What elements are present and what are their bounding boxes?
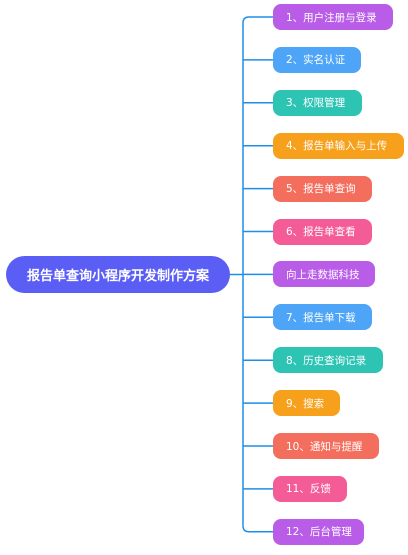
branch-topic[interactable]: 10、通知与提醒: [273, 433, 379, 459]
branch-connector: [242, 16, 273, 24]
branch-topic[interactable]: 4、报告单输入与上传: [273, 132, 404, 159]
root-topic[interactable]: 报告单查询小程序开发制作方案: [6, 256, 230, 293]
branch-topic[interactable]: 9、搜索: [273, 390, 340, 417]
branch-connector: [242, 525, 273, 533]
branch-topic[interactable]: 8、历史查询记录: [273, 347, 383, 374]
branch-topic[interactable]: 12、后台管理: [273, 518, 364, 545]
branch-topic[interactable]: 5、报告单查询: [273, 175, 372, 202]
branch-topic[interactable]: 1、用户注册与登录: [273, 4, 393, 30]
branch-topic[interactable]: 6、报告单查看: [273, 218, 372, 245]
branch-topic[interactable]: 向上走数据科技: [273, 261, 375, 288]
branch-topic[interactable]: 3、权限管理: [273, 89, 362, 116]
branch-topic[interactable]: 7、报告单下载: [273, 304, 372, 331]
branch-topic[interactable]: 11、反馈: [273, 475, 347, 502]
branch-topic[interactable]: 2、实名认证: [273, 46, 361, 73]
